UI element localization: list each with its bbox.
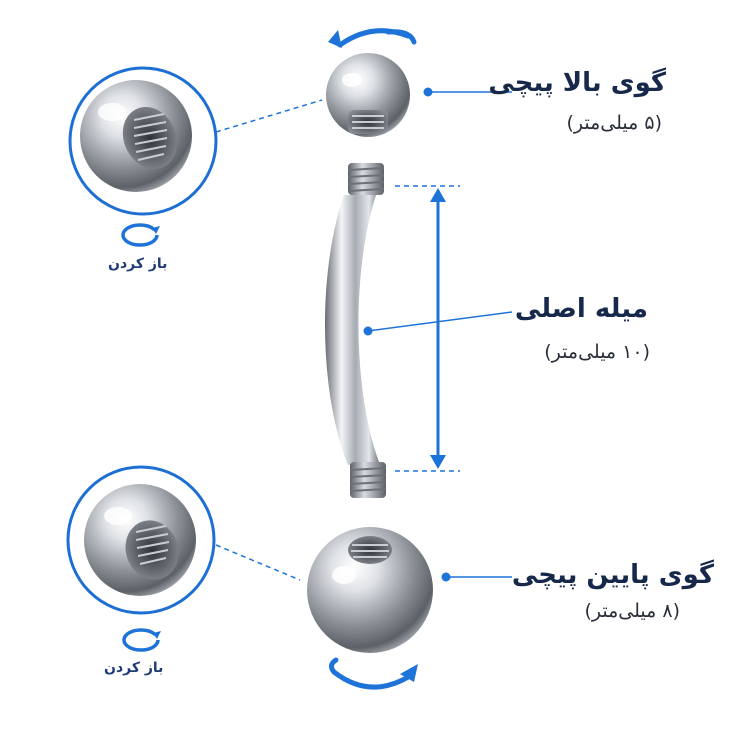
main-bar-title: میله اصلی xyxy=(514,294,648,324)
main-bar-size: (۱۰ میلی‌متر) xyxy=(544,341,650,363)
leader-bar xyxy=(363,311,513,336)
top-zoom-circle xyxy=(68,66,218,216)
open-label-bottom: باز کردن xyxy=(104,660,164,676)
dimension-arrow-icon xyxy=(395,185,460,472)
top-zoom-ball xyxy=(80,80,192,192)
leader-top xyxy=(423,87,512,97)
connector-line xyxy=(215,544,301,581)
top-rotate-arrow xyxy=(328,28,417,48)
top-ball-title: گوی بالا پیچی xyxy=(488,68,666,98)
bottom-ball-title: گوی پایین پیچی xyxy=(511,560,714,590)
open-label-top: باز کردن xyxy=(108,256,168,272)
bottom-ball xyxy=(307,527,433,653)
rotate-arrow-icon xyxy=(122,628,161,652)
rotate-arrow-icon xyxy=(121,223,160,247)
top-ball xyxy=(326,53,410,137)
bottom-rotate-arrow xyxy=(328,657,418,690)
bottom-zoom-circle xyxy=(66,465,216,615)
bottom-ball-size: (۸ میلی‌متر) xyxy=(584,600,680,622)
top-ball-size: (۵ میلی‌متر) xyxy=(566,112,662,134)
main-bar xyxy=(324,163,387,498)
bottom-zoom-ball xyxy=(84,484,196,596)
connector-line xyxy=(215,99,323,133)
leader-bottom xyxy=(441,572,512,582)
